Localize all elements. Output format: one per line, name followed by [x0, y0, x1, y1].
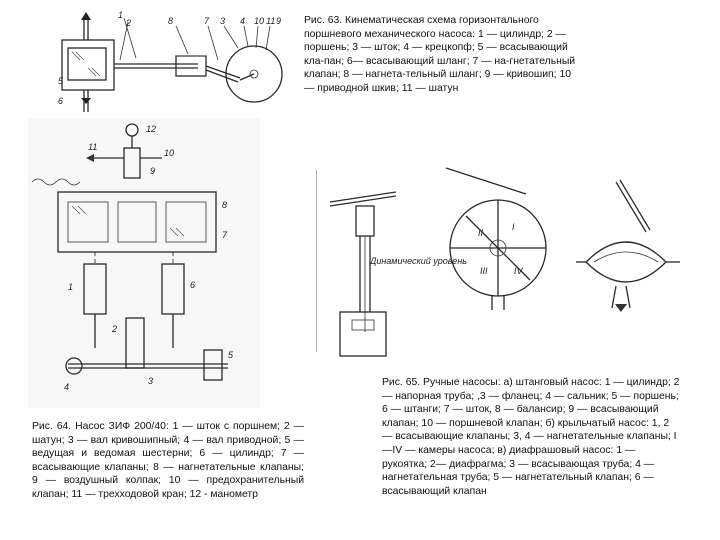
fig64-label-6: 6	[190, 280, 195, 290]
fig65-chamber-iv: IV	[514, 266, 524, 276]
fig63-label-11: 11	[266, 16, 275, 26]
fig63-label-5: 5	[58, 76, 64, 86]
fig64-label-3: 3	[148, 376, 153, 386]
fig64-drawing: 12 11 10 9 8 7 6 1 2 3 4 5	[28, 118, 260, 408]
fig63-label-6: 6	[58, 96, 63, 106]
fig64-label-12: 12	[146, 124, 156, 134]
fig64-label-7: 7	[222, 230, 228, 240]
fig64-label-8: 8	[222, 200, 227, 210]
fig65-chamber-i: I	[512, 222, 515, 232]
fig64-label-9: 9	[150, 166, 155, 176]
fig64-caption: Рис. 64. Насос ЗИФ 200/40: 1 — шток с по…	[32, 421, 304, 500]
fig65-drawing: Динамический уровень I II III IV	[316, 162, 688, 360]
fig63-label-8: 8	[168, 16, 173, 26]
fig63-label-2: 2	[125, 18, 131, 28]
fig65-chamber-iii: III	[480, 266, 488, 276]
fig64-label-1: 1	[68, 282, 73, 292]
fig63-label-9: 9	[276, 16, 281, 26]
fig64-label-10: 10	[164, 148, 174, 158]
fig64-label-5: 5	[228, 350, 234, 360]
fig65-inset-label: Динамический уровень	[369, 256, 467, 266]
fig65-chamber-ii: II	[478, 228, 484, 238]
fig64-label-2: 2	[111, 324, 117, 334]
fig64-label-4: 4	[64, 382, 69, 392]
fig64-label-11: 11	[88, 142, 97, 152]
fig63-drawing: 8 7 3 4 10 11 9 1 2 5 6	[58, 8, 286, 116]
fig63-label-1: 1	[118, 10, 123, 20]
fig63-caption: Рис. 63. Кинематическая схема горизонтал…	[304, 15, 576, 94]
fig65-caption: Рис. 65. Ручные насосы: а) штанговый нас…	[382, 377, 680, 497]
fig63-label-3: 3	[220, 16, 225, 26]
fig63-label-7: 7	[204, 16, 210, 26]
fig63-label-4: 4	[240, 16, 245, 26]
fig63-label-10: 10	[254, 16, 264, 26]
